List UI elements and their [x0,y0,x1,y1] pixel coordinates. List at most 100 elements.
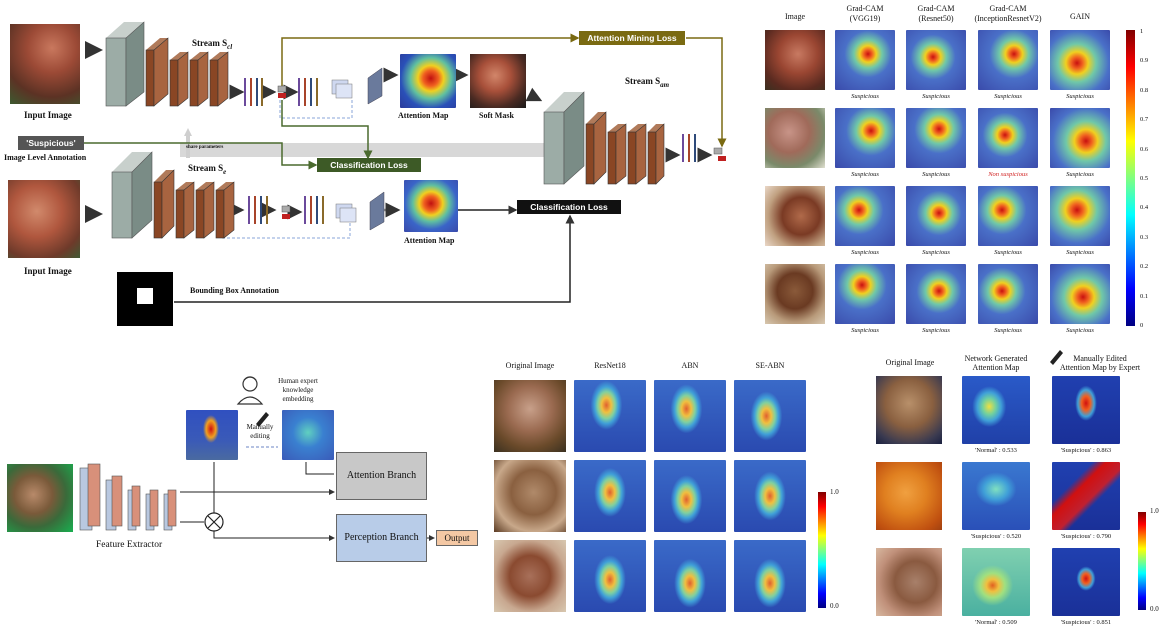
gradcam-map-r0-c0 [835,30,895,90]
abn-connectors [79,376,435,541]
gain-architecture-diagram: Input Image Input Image [0,0,760,330]
gradcam-map-r2-c2 [978,186,1038,246]
grid-image-row-0 [765,30,825,90]
gradcam-map-r0-c1 [906,30,966,90]
colorbar-tick-8: 0.2 [1140,263,1149,271]
grid-header-1: Grad-CAM(VGG19) [846,4,884,23]
colorbar-tick-3: 0.7 [1140,116,1149,124]
header-manual: Manually Edited Attention Map by Expert [1059,354,1141,372]
abn-map-r2-c1 [654,540,726,612]
expert-original-r1 [876,462,942,530]
colorbar-tick-4: 0.6 [1140,145,1149,153]
abn-attention-map-after [282,410,334,460]
abn-original-r1 [494,460,566,532]
network-map-r2 [962,548,1030,616]
abn-original-r0 [494,380,566,452]
attention-map-2-label: Attention Map [404,236,455,245]
gradcam-map-r2-c0 [835,186,895,246]
gradcam-map-r1-c0 [835,108,895,168]
attention-map-1 [400,54,456,108]
expert-original-r2 [876,548,942,616]
attention-mining-loss-label: Attention Mining Loss [579,31,685,45]
gradcam-map-r1-c2 [978,108,1038,168]
image-level-annotation-label: Image Level Annotation [4,153,87,162]
abn-map-r0-c1 [654,380,726,452]
gradcam-map-r0-c2 [978,30,1038,90]
feature-extractor-label: Feature Extractor [96,540,163,550]
perception-branch-box: Perception Branch [336,514,427,562]
share-parameters-label: share parameters [186,145,224,150]
prediction-r3-c0: Suspicious [851,327,879,334]
gradcam-map-r3-c3 [1050,264,1110,324]
prediction-r2-c3: Suspicious [1066,249,1094,256]
abn-header-2: ABN [681,361,699,370]
gradcam-map-r2-c3 [1050,186,1110,246]
abn-map-r1-c2 [734,460,806,532]
gradcam-map-r2-c1 [906,186,966,246]
grid-image-row-3 [765,264,825,324]
abn-architecture-diagram: Human expert knowledge embedding Manuall… [0,340,490,627]
expert-original-r0 [876,376,942,444]
colorbar-bottom-middle [818,492,826,608]
prediction-r3-c1: Suspicious [922,327,950,334]
prediction-r3-c2: Suspicious [994,327,1022,334]
expert-caption-r1-c0: 'Suspicious' : 0.520 [970,533,1022,540]
manual-map-r2 [1052,548,1120,616]
prediction-r0-c0: Suspicious [851,93,879,100]
human-expert-label: Human expert knowledge embedding [278,377,318,403]
colorbar-bm-min: 0.0 [830,602,839,610]
expert-caption-r1-c1: 'Suspicious' : 0.790 [1060,533,1112,540]
prediction-r1-c0: Suspicious [851,171,879,178]
attention-map-2 [404,180,458,232]
abn-map-r2-c0 [574,540,646,612]
input-image-2-label: Input Image [24,266,72,276]
colorbar-tick-2: 0.8 [1140,86,1149,94]
colorbar-br-min: 0.0 [1150,605,1159,613]
bounding-box-image [117,272,173,326]
colorbar-tick-9: 0.1 [1140,292,1149,300]
manual-map-r1 [1052,462,1120,530]
abn-map-r0-c0 [574,380,646,452]
stream-cl-label: Stream Scl [192,38,233,51]
prediction-r2-c1: Suspicious [922,249,950,256]
grid-image-row-1 [765,108,825,168]
network-map-r1 [962,462,1030,530]
expert-caption-r0-c1: 'Suspicious' : 0.863 [1060,447,1112,454]
grid-header-2: Grad-CAM(Resnet50) [917,4,955,23]
network-map-r0 [962,376,1030,444]
grid-image-row-2 [765,186,825,246]
gradcam-map-r3-c1 [906,264,966,324]
prediction-r2-c2: Suspicious [994,249,1022,256]
colorbar-tick-10: 0 [1140,322,1144,329]
input-image-2 [8,180,80,258]
prediction-r1-c3: Suspicious [1066,171,1094,178]
prediction-r0-c3: Suspicious [1066,93,1094,100]
bounding-box-annotation-label: Bounding Box Annotation [190,286,279,295]
soft-mask-label: Soft Mask [479,111,514,120]
colorbar-tick-6: 0.4 [1140,204,1149,212]
prediction-r0-c1: Suspicious [922,93,950,100]
colorbar-tick-1: 0.9 [1140,57,1149,65]
expert-caption-r2-c0: 'Normal' : 0.509 [975,619,1017,626]
grid-header-4: GAIN [1070,12,1090,21]
expert-edit-grid: Original Image Network Generated Attenti… [860,340,1162,627]
gradcam-map-r0-c3 [1050,30,1110,90]
abn-attention-map-before [186,410,238,460]
classification-loss-1-label: Classification Loss [317,158,421,172]
attention-branch-box: Attention Branch [336,452,427,500]
stream-e-label: Stream Se [188,163,227,176]
colorbar-bottom-right [1138,512,1146,610]
stream-am-label: Stream Sam [625,76,670,89]
colorbar-br-max: 1.0 [1150,507,1159,515]
manual-map-r0 [1052,376,1120,444]
output-box: Output [436,530,478,546]
abn-original-r2 [494,540,566,612]
prediction-r3-c3: Suspicious [1066,327,1094,334]
colorbar-bm-max: 1.0 [830,488,839,496]
header-network: Network Generated Attention Map [964,354,1028,372]
abn-map-r1-c1 [654,460,726,532]
abn-header-3: SE-ABN [755,361,785,370]
input-image-1 [10,24,80,104]
